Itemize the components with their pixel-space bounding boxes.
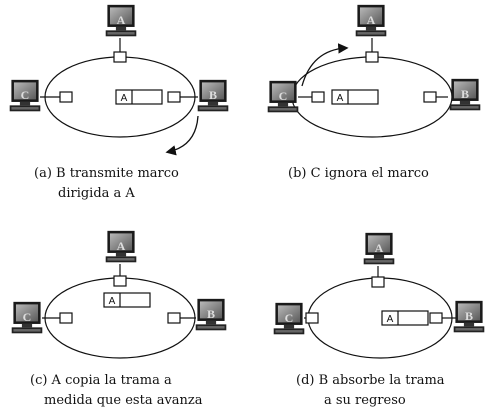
frame-label: A <box>387 314 394 325</box>
station-a-label: A <box>117 239 126 253</box>
interface-c <box>59 91 73 103</box>
station-a: A <box>105 4 137 37</box>
interface-a <box>371 276 385 288</box>
interface-a <box>113 275 127 287</box>
station-c-label: C <box>285 311 294 325</box>
frame-label: A <box>109 296 116 307</box>
frame-label: A <box>121 93 128 104</box>
interface-b <box>167 312 181 324</box>
station-a-label: A <box>367 13 376 27</box>
station-b: B <box>449 78 481 111</box>
frame: A <box>331 89 379 105</box>
station-b-label: B <box>465 309 473 323</box>
panel-c: A C B A (c) A copia la trama a medida qu… <box>11 230 227 408</box>
station-c-label: C <box>23 310 32 324</box>
station-c: C <box>267 80 299 113</box>
caption-line-1: (c) A copia la trama a <box>30 373 172 388</box>
interface-b <box>423 91 437 103</box>
interface-b <box>167 91 181 103</box>
caption-line-2: medida que esta avanza <box>44 393 203 408</box>
station-a: A <box>105 230 137 263</box>
station-a: A <box>363 232 395 265</box>
frame: A <box>381 310 429 326</box>
caption-line-1: (d) B absorbe la trama <box>296 373 445 388</box>
station-c: C <box>9 79 41 112</box>
station-b-label: B <box>461 87 469 101</box>
transmit-arrow <box>165 115 199 156</box>
panel-b: A C B A (b) C ignora el marco <box>267 4 481 181</box>
station-a: A <box>355 4 387 37</box>
station-c: C <box>11 301 43 334</box>
pass-arrow <box>301 43 349 87</box>
station-c-label: C <box>21 88 30 102</box>
station-b-label: B <box>209 88 217 102</box>
caption-line-2: a su regreso <box>324 393 406 408</box>
interface-a <box>365 51 379 63</box>
station-b: B <box>197 79 229 112</box>
station-b: B <box>195 298 227 331</box>
interface-b <box>429 312 443 324</box>
frame-label: A <box>337 93 344 104</box>
interface-a <box>113 51 127 63</box>
interface-c <box>305 312 319 324</box>
station-a-label: A <box>375 241 384 255</box>
station-b: B <box>453 300 485 333</box>
caption-line-1: (b) C ignora el marco <box>288 166 429 181</box>
station-b-label: B <box>207 307 215 321</box>
frame: A <box>103 292 151 308</box>
caption-line-1: (a) B transmite marco <box>34 166 179 181</box>
frame: A <box>115 89 163 105</box>
panel-a: A C B A (a) B transmite marco dirigida a… <box>9 4 229 201</box>
station-c-label: C <box>279 89 288 103</box>
panel-d: A C B A (d) B absorbe la trama a su regr… <box>273 232 485 408</box>
station-a-label: A <box>117 13 126 27</box>
caption-line-2: dirigida a A <box>58 186 135 201</box>
interface-c <box>311 91 325 103</box>
interface-c <box>59 312 73 324</box>
station-c: C <box>273 302 305 335</box>
